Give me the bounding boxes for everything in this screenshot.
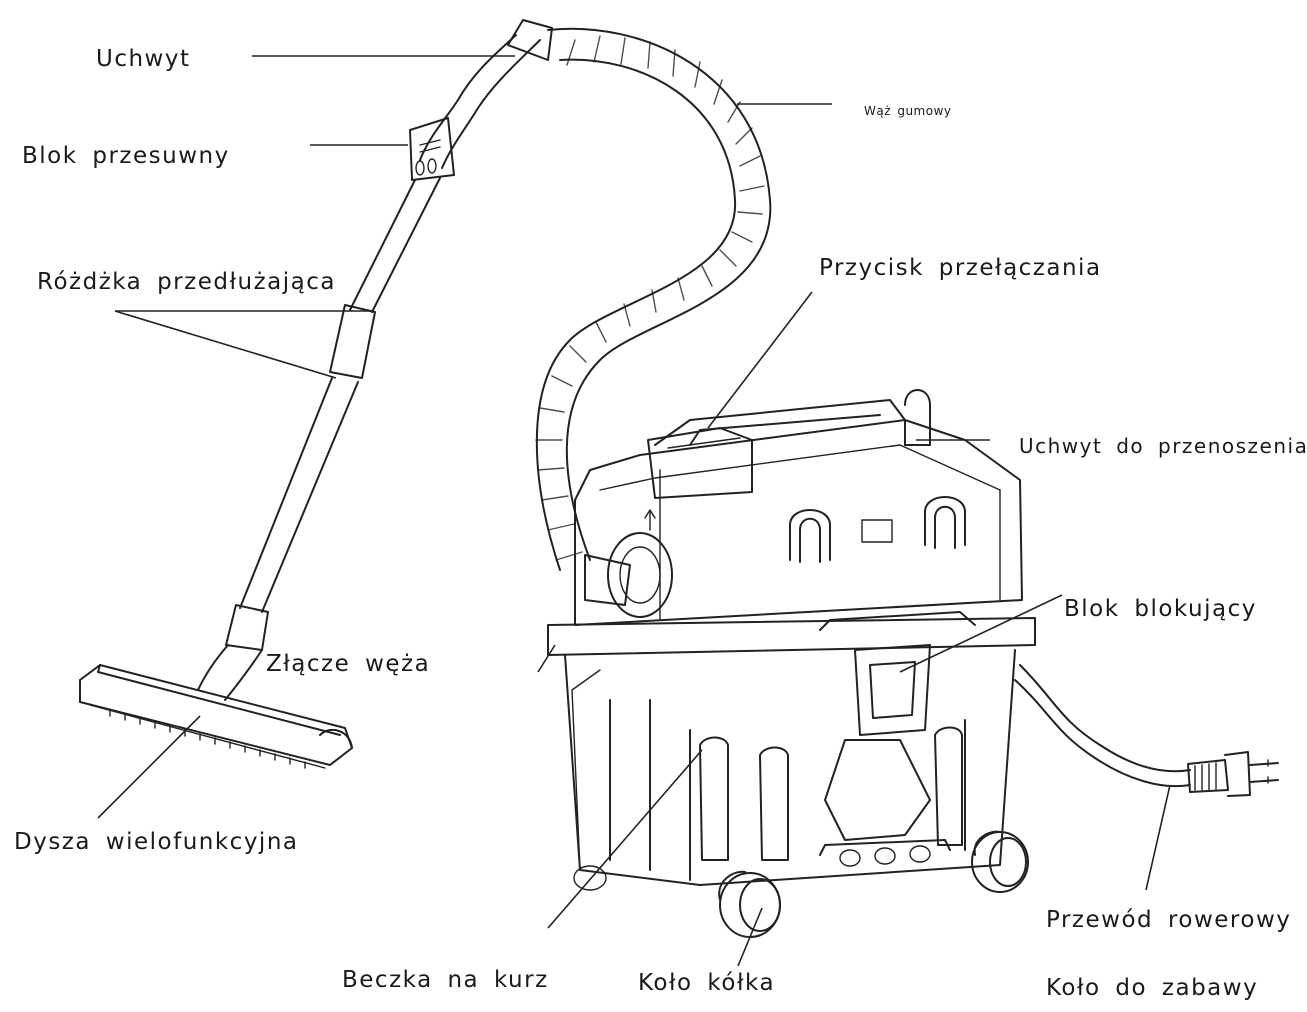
label-switch-button: Przycisk przełączania [819, 255, 1102, 281]
label-carry-handle: Uchwyt do przenoszenia [1019, 434, 1307, 458]
leader-barrel [547, 749, 703, 929]
wheels [573, 830, 1029, 938]
label-play-wheel: Koło do zabawy [1046, 975, 1259, 1001]
leader-nozzle [97, 715, 201, 819]
power-cord [1014, 664, 1279, 797]
label-extension-wand: Różdżka przedłużająca [37, 269, 336, 295]
leader-cord [1145, 784, 1171, 891]
label-bike-cord: Przewód rowerowy i [1046, 907, 1307, 933]
label-hose-connector: Złącze węża [266, 651, 431, 677]
label-multi-nozzle: Dysza wielofunkcyjna [14, 829, 299, 855]
leader-connector [537, 644, 556, 673]
label-slide-block: Blok przesuwny [22, 143, 230, 169]
leader-lines [97, 55, 1171, 967]
label-caster-wheel: Koło kółka [638, 970, 776, 996]
floor-nozzle [79, 664, 353, 769]
label-dust-barrel: Beczka na kurz [342, 967, 549, 993]
label-lock-block: Blok blokujący [1064, 596, 1257, 622]
leader-switch [707, 291, 813, 429]
leader-lock-block [899, 594, 1063, 673]
vacuum-body [547, 389, 1036, 886]
hose [535, 27, 772, 606]
label-rubber-hose: Wąż gumowy [864, 104, 952, 118]
label-handle: Uchwyt [96, 46, 191, 72]
handle-and-wand [197, 19, 553, 701]
leader-wand-bottom [114, 310, 337, 379]
